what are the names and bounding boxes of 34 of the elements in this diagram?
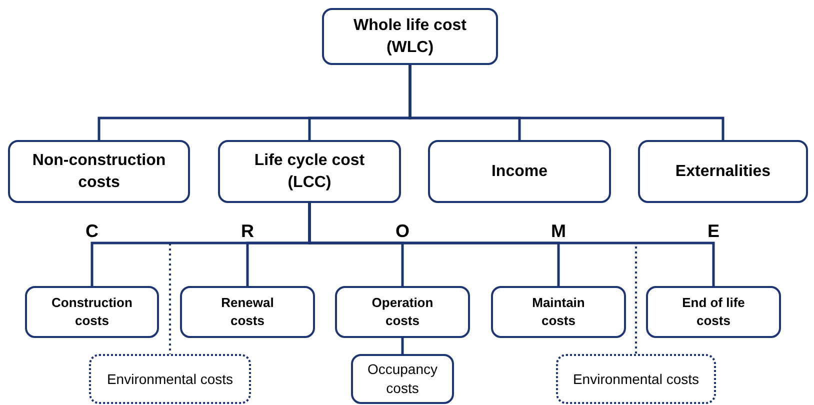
node-text: Maintain costs xyxy=(531,294,586,330)
connector-line xyxy=(408,65,724,140)
cost-box xyxy=(351,354,454,404)
cost-box xyxy=(556,354,716,404)
node-text: Operation costs xyxy=(370,294,434,330)
edge-label: C xyxy=(84,222,100,240)
node-text: Externalities xyxy=(674,162,772,182)
node-text: Occupancy costs xyxy=(366,360,439,398)
cost-box xyxy=(180,286,315,338)
node-text: Life cycle cost (LCC) xyxy=(253,150,366,192)
node-text: Environmental costs xyxy=(572,370,700,388)
cost-box xyxy=(335,286,470,338)
connector-line xyxy=(308,203,715,286)
edge-label: E xyxy=(706,222,722,240)
node-text: Environmental costs xyxy=(106,370,234,388)
cost-box xyxy=(428,140,611,203)
connector-line xyxy=(401,338,404,354)
cost-box xyxy=(8,140,190,203)
edge-label: R xyxy=(239,222,256,240)
node-text: Income xyxy=(490,162,548,182)
cost-box xyxy=(218,140,401,203)
cost-box xyxy=(646,286,781,338)
cost-box xyxy=(322,8,498,65)
edge-label: M xyxy=(549,222,568,240)
node-text: Whole life cost (WLC) xyxy=(352,16,468,58)
cost-box xyxy=(25,286,159,338)
node-text: End of life costs xyxy=(681,294,746,330)
node-text: Renewal costs xyxy=(220,294,275,330)
cost-box xyxy=(638,140,808,203)
cost-box xyxy=(491,286,626,338)
node-text: Non-construction costs xyxy=(31,150,167,192)
edge-label: O xyxy=(394,222,412,240)
node-text: Construction costs xyxy=(50,294,134,330)
cost-box xyxy=(89,354,251,404)
